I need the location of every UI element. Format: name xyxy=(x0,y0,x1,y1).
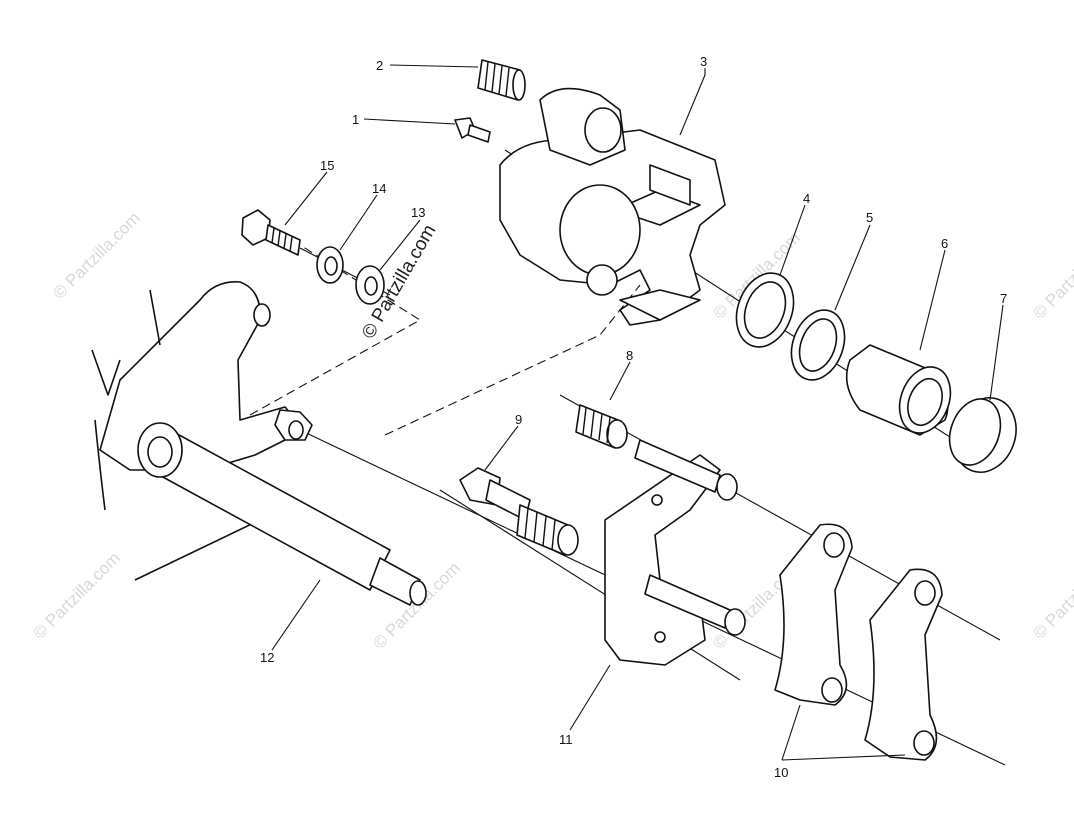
caliper-body xyxy=(499,87,726,326)
callout-3: 3 xyxy=(700,54,707,69)
bolt-15 xyxy=(241,209,301,256)
plug-2 xyxy=(477,59,526,101)
callout-2: 2 xyxy=(376,58,383,73)
watermark-tile: © Partzilla.com xyxy=(49,208,143,302)
frame-outline xyxy=(91,281,306,581)
seal-5 xyxy=(790,309,846,381)
callout-6: 6 xyxy=(941,236,948,251)
piston-6 xyxy=(845,344,952,436)
boot-9 xyxy=(516,504,579,556)
bolt-15-threads xyxy=(271,227,293,253)
leader-lines xyxy=(271,64,1004,761)
brake-pad-outer xyxy=(774,523,853,706)
callout-8: 8 xyxy=(626,348,633,363)
callout-4: 4 xyxy=(803,191,810,206)
lock-washer-14 xyxy=(316,246,344,284)
callout-11: 11 xyxy=(559,732,573,747)
plug-2-threads xyxy=(484,61,510,97)
cap-7 xyxy=(948,397,1017,473)
watermark-tile: © Partzilla.com xyxy=(1029,548,1074,642)
bracket-ear xyxy=(274,409,313,441)
seal-4 xyxy=(735,272,795,348)
callout-9: 9 xyxy=(515,412,522,427)
callout-7: 7 xyxy=(1000,291,1007,306)
callout-1: 1 xyxy=(352,112,359,127)
boot-8-threads xyxy=(582,407,611,444)
watermark-tile: © Partzilla.com xyxy=(1029,228,1074,322)
watermark-tile: © Partzilla.com xyxy=(29,548,123,642)
callout-13: 13 xyxy=(411,205,425,220)
washer-13 xyxy=(355,265,385,305)
bracket-11 xyxy=(604,439,746,666)
slide-pin xyxy=(137,422,427,606)
callout-12: 12 xyxy=(260,650,274,665)
boot-9-threads xyxy=(524,507,556,551)
bleeder-1 xyxy=(454,117,491,143)
callout-5: 5 xyxy=(866,210,873,225)
callout-14: 14 xyxy=(372,181,386,196)
callouts: 1 2 3 4 5 6 7 8 9 10 11 12 13 14 15 xyxy=(260,54,1007,780)
brake-pad-inner xyxy=(864,568,943,761)
callout-10: 10 xyxy=(774,765,788,780)
callout-15: 15 xyxy=(320,158,334,173)
